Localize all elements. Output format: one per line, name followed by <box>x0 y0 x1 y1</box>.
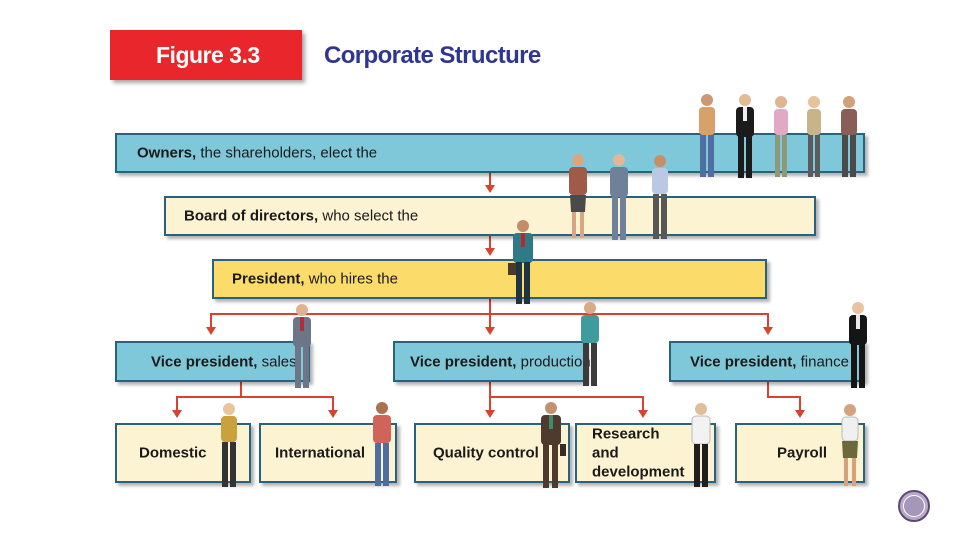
owner-figure-4 <box>800 94 828 180</box>
vp-finance-box: Vice president, finance <box>669 341 865 382</box>
vp-production-box: Vice president, production <box>393 341 586 382</box>
president-label-bold: President, <box>232 271 305 288</box>
owner-figure-1 <box>692 92 722 180</box>
connector-owners-board <box>489 173 491 185</box>
connector-finance-down <box>767 382 769 397</box>
vp-sales-label-bold: Vice president, <box>151 353 257 370</box>
vp-finance-label-bold: Vice president, <box>690 353 796 370</box>
board-box: Board of directors, who select the <box>164 196 816 236</box>
international-label: International <box>275 445 365 462</box>
arrowhead-research <box>638 410 648 418</box>
branch-sales-horizontal <box>176 396 334 398</box>
research-label: Research and development <box>592 426 685 481</box>
payroll-figure <box>836 402 864 488</box>
figure-title: Corporate Structure <box>324 42 541 70</box>
vp-finance-figure <box>842 300 874 390</box>
president-box: President, who hires the <box>212 259 767 299</box>
domestic-figure <box>215 401 243 489</box>
arrowhead-domestic <box>172 410 182 418</box>
arrowhead-board <box>485 185 495 193</box>
branch-finance-horizontal <box>767 396 801 398</box>
owner-figure-2 <box>729 92 761 180</box>
arrowhead-vp-finance <box>763 327 773 335</box>
drop-payroll <box>799 396 801 410</box>
president-label-rest: who hires the <box>305 271 398 288</box>
branch-production-horizontal <box>489 396 644 398</box>
connector-board-president <box>489 236 491 248</box>
drop-domestic <box>176 396 178 410</box>
arrowhead-payroll <box>795 410 805 418</box>
international-figure <box>367 400 397 488</box>
arrowhead-president <box>485 248 495 256</box>
board-figure-1 <box>563 152 593 240</box>
drop-international <box>332 396 334 410</box>
board-figure-3 <box>645 153 675 241</box>
arrowhead-vp-production <box>485 327 495 335</box>
branch-drop-finance <box>767 313 769 327</box>
domestic-label: Domestic <box>139 445 207 462</box>
research-figure <box>685 401 717 489</box>
slide-decoration-circle <box>898 490 930 522</box>
vp-production-figure <box>574 300 606 388</box>
president-figure <box>505 218 541 306</box>
board-label-rest: who select the <box>318 208 418 225</box>
owner-figure-5 <box>834 94 864 180</box>
board-label-bold: Board of directors, <box>184 208 318 225</box>
payroll-label: Payroll <box>777 445 827 462</box>
quality-control-label: Quality control <box>433 445 539 462</box>
arrowhead-vp-sales <box>206 327 216 335</box>
branch-drop-sales <box>210 313 212 327</box>
arrowhead-quality <box>485 410 495 418</box>
drop-research <box>642 396 644 410</box>
figure-tag: Figure 3.3 <box>110 30 302 80</box>
figure-number: Figure 3.3 <box>156 42 260 69</box>
arrowhead-international <box>328 410 338 418</box>
quality-control-figure <box>534 400 568 490</box>
connector-sales-down <box>240 382 242 397</box>
vp-sales-box: Vice president, sales <box>115 341 310 382</box>
owners-label-rest: the shareholders, elect the <box>196 145 377 162</box>
vp-sales-figure <box>286 302 318 390</box>
owners-label-bold: Owners, <box>137 145 196 162</box>
board-figure-2 <box>603 152 635 242</box>
owner-figure-3 <box>767 94 795 180</box>
vp-production-label-bold: Vice president, <box>410 353 516 370</box>
